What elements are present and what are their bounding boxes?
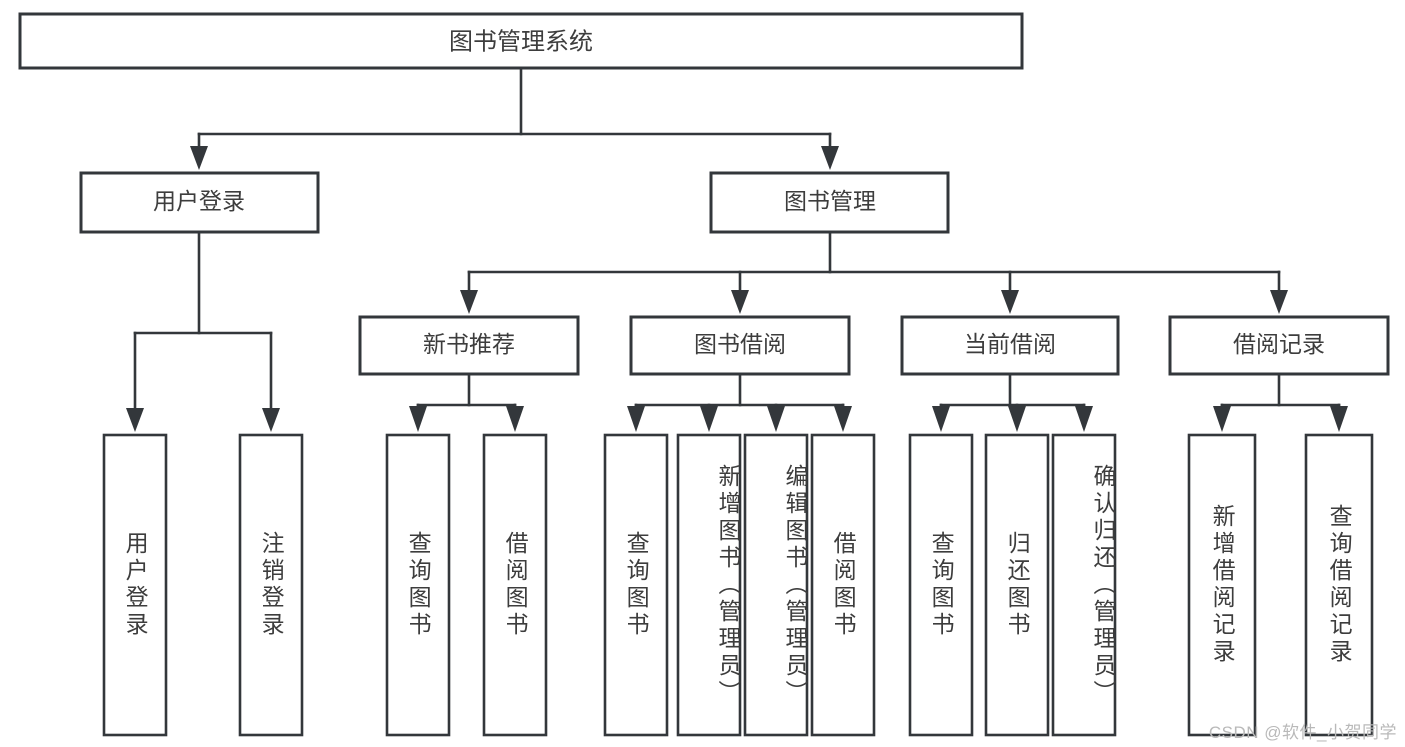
node-borrow-record-label: 借阅记录: [1233, 331, 1325, 357]
leaf-box-borrow-book-1[interactable]: [482, 433, 548, 737]
watermark-text: CSDN @软件_小贺同学: [1208, 723, 1397, 742]
leaf-box-group: [102, 433, 1374, 737]
arrowhead-current-leaf2: [1008, 406, 1026, 432]
arrowhead-bookmgmt-c3: [1001, 290, 1019, 314]
connector-group-current-borrow: [932, 372, 1093, 432]
leaf-box-query-book-1[interactable]: [385, 433, 451, 737]
node-root-box[interactable]: [18, 12, 1024, 70]
arrowhead-record-leaf2: [1330, 406, 1348, 432]
connector-group-book-borrow: [627, 372, 852, 432]
arrowhead-root-to-bookmgmt: [821, 146, 839, 170]
connector-group-new-book: [409, 372, 524, 432]
node-current-borrow-label: 当前借阅: [964, 331, 1056, 357]
leaf-box-add-record[interactable]: [1187, 433, 1257, 737]
node-current-borrow-box[interactable]: [900, 315, 1120, 376]
node-user-login-label: 用户登录: [153, 188, 245, 214]
node-borrow-record[interactable]: 借阅记录: [1168, 315, 1390, 376]
leaf-box-user-login[interactable]: [102, 433, 168, 737]
node-user-login-box[interactable]: [79, 171, 320, 234]
arrowhead-borrow-leaf1: [627, 406, 645, 432]
leaf-box-confirm-return-admin[interactable]: [1051, 433, 1117, 737]
arrowhead-newbook-leaf1: [409, 406, 427, 432]
node-book-borrow[interactable]: 图书借阅: [629, 315, 851, 376]
connector-group-book-management: [460, 230, 1288, 314]
node-book-borrow-label: 图书借阅: [694, 331, 786, 357]
leaf-box-edit-book-admin[interactable]: [743, 433, 809, 737]
arrowhead-bookmgmt-c4: [1270, 290, 1288, 314]
leaf-box-logout[interactable]: [238, 433, 304, 737]
node-book-management[interactable]: 图书管理: [709, 171, 950, 234]
node-book-management-label: 图书管理: [784, 188, 876, 214]
arrowhead-current-leaf1: [932, 406, 950, 432]
node-book-borrow-box[interactable]: [629, 315, 851, 376]
arrowhead-login-leaf2: [262, 408, 280, 432]
node-root-label: 图书管理系统: [449, 28, 593, 55]
node-root[interactable]: 图书管理系统: [18, 12, 1024, 70]
connector-group-root: [190, 66, 839, 170]
node-book-management-box[interactable]: [709, 171, 950, 234]
arrowhead-bookmgmt-c2: [731, 290, 749, 314]
arrowhead-root-to-login: [190, 146, 208, 170]
leaf-box-borrow-book-2[interactable]: [810, 433, 876, 737]
connector-group-borrow-record: [1213, 372, 1348, 432]
node-new-book-recommend-label: 新书推荐: [423, 331, 515, 357]
arrowhead-bookmgmt-c1: [460, 290, 478, 314]
arrowhead-borrow-leaf4: [834, 406, 852, 432]
node-current-borrow[interactable]: 当前借阅: [900, 315, 1120, 376]
leaf-box-query-book-3[interactable]: [908, 433, 974, 737]
arrowhead-record-leaf1: [1213, 406, 1231, 432]
node-borrow-record-box[interactable]: [1168, 315, 1390, 376]
node-user-login[interactable]: 用户登录: [79, 171, 320, 234]
node-new-book-recommend-box[interactable]: [358, 315, 580, 376]
leaf-box-return-book[interactable]: [984, 433, 1050, 737]
leaf-box-query-book-2[interactable]: [603, 433, 669, 737]
arrowhead-login-leaf1: [126, 408, 144, 432]
node-new-book-recommend[interactable]: 新书推荐: [358, 315, 580, 376]
leaf-box-add-book-admin[interactable]: [676, 433, 742, 737]
arrowhead-newbook-leaf2: [506, 406, 524, 432]
leaf-box-query-record[interactable]: [1304, 433, 1374, 737]
arrowhead-borrow-leaf2: [700, 406, 718, 432]
arrowhead-borrow-leaf3: [767, 406, 785, 432]
connector-group-user-login: [126, 230, 280, 432]
arrowhead-current-leaf3: [1075, 406, 1093, 432]
